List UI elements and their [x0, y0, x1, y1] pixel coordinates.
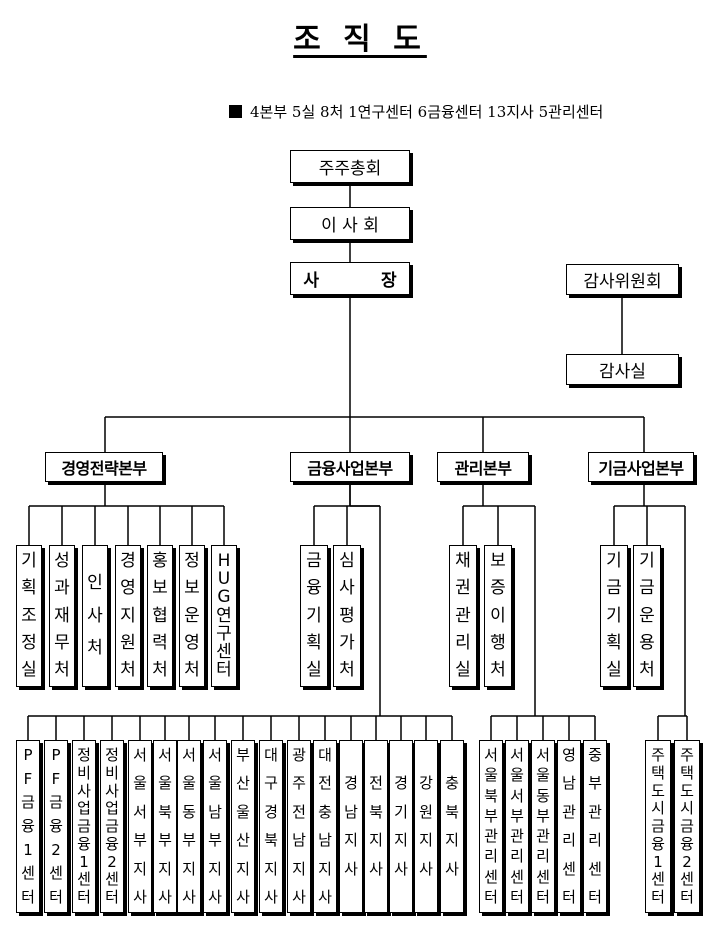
board-box: 이 사 회 [290, 207, 410, 240]
audit-office-box: 감사실 [566, 354, 679, 385]
division-box-1: 경영전략본부 [45, 452, 163, 482]
summary-line: 4본부 5실 8처 1연구센터 6금융센터 13지사 5관리센터 [229, 101, 603, 122]
division-box-2: 금융사업본부 [290, 452, 410, 482]
audit-committee-box: 감사위원회 [566, 264, 679, 295]
ceo-box: 사 장 [290, 262, 410, 295]
division-box-4: 기금사업본부 [588, 452, 694, 482]
chart-title: 조 직 도 [293, 22, 427, 57]
division-box-3: 관리본부 [437, 452, 529, 482]
shareholders-box: 주주총회 [290, 150, 410, 183]
square-bullet-icon [229, 105, 242, 118]
summary-text: 4본부 5실 8처 1연구센터 6금융센터 13지사 5관리센터 [250, 103, 604, 121]
